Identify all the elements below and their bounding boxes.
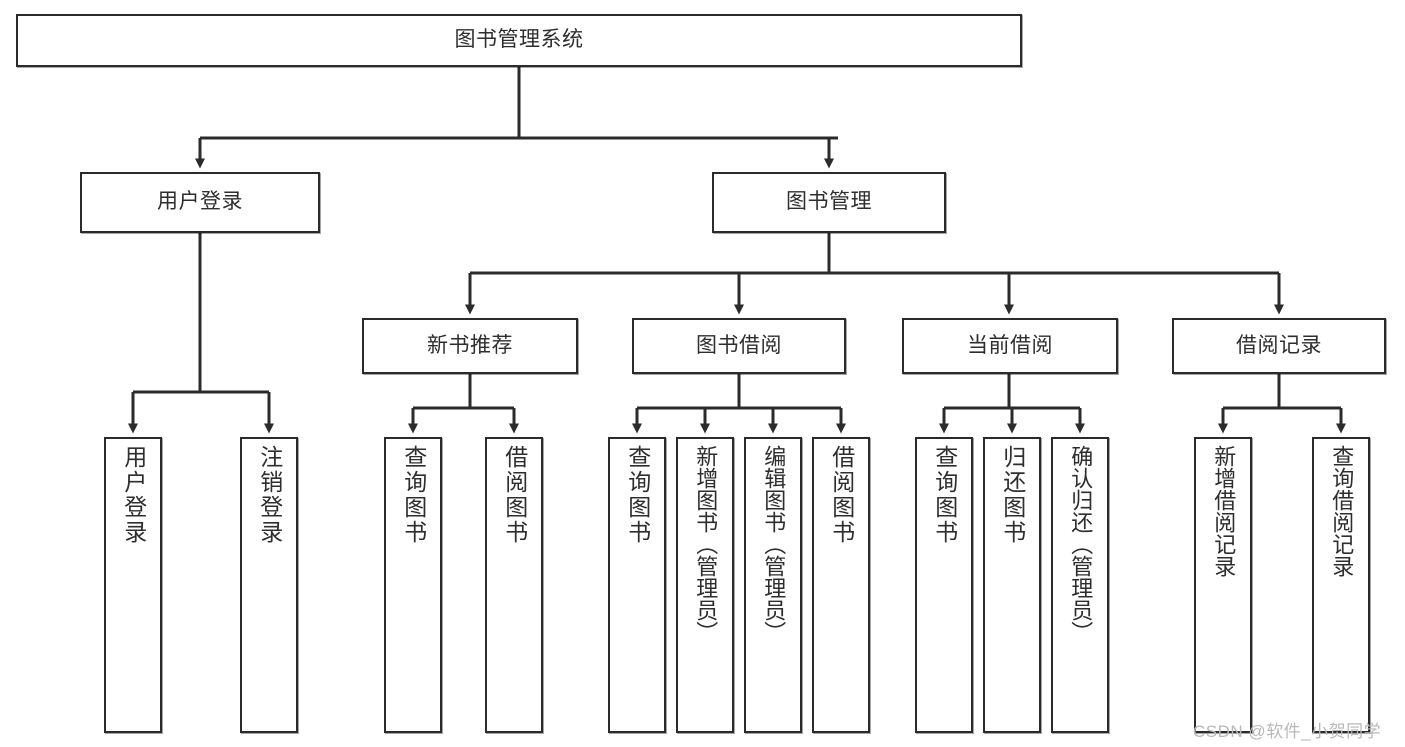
leaf-borrow-query[interactable]: 查询图书: [608, 437, 666, 733]
leaf-borrow-add[interactable]: 新增图书（管理员）: [676, 437, 734, 733]
leaf-cur-query-label: 查询图书: [931, 445, 958, 545]
leaf-rec-query2-label: 查询借阅记录: [1329, 445, 1355, 577]
leaf-rec-add[interactable]: 新增借阅记录: [1194, 437, 1252, 733]
leaf-borrow-add-label: 新增图书（管理员）: [693, 445, 719, 643]
leaf-rec-borrow[interactable]: 借阅图书: [485, 437, 543, 733]
node-book-manage[interactable]: 图书管理: [712, 172, 946, 233]
node-book-manage-label: 图书管理: [786, 190, 872, 214]
leaf-cur-return[interactable]: 归还图书: [983, 437, 1041, 733]
node-root-label: 图书管理系统: [454, 28, 584, 52]
leaf-cur-return-label: 归还图书: [999, 445, 1026, 545]
leaf-rec-query-label: 查询图书: [400, 445, 427, 545]
node-current-borrow-label: 当前借阅: [967, 333, 1053, 357]
csdn-watermark: CSDN @软件_小贺同学: [1193, 722, 1382, 741]
node-user-login[interactable]: 用户登录: [80, 172, 320, 233]
node-borrow-record[interactable]: 借阅记录: [1172, 318, 1386, 374]
leaf-cur-query[interactable]: 查询图书: [915, 437, 973, 733]
leaf-borrow-edit[interactable]: 编辑图书（管理员）: [744, 437, 802, 733]
leaf-rec-query2[interactable]: 查询借阅记录: [1312, 437, 1370, 733]
leaf-user-logout[interactable]: 注销登录: [240, 437, 298, 733]
leaf-borrow-do-label: 借阅图书: [828, 445, 855, 545]
leaf-rec-add-label: 新增借阅记录: [1211, 445, 1237, 577]
leaf-user-logout-label: 注销登录: [256, 445, 283, 545]
leaf-borrow-do[interactable]: 借阅图书: [812, 437, 870, 733]
node-new-book-rec-label: 新书推荐: [427, 333, 513, 357]
node-current-borrow[interactable]: 当前借阅: [902, 318, 1118, 374]
node-root[interactable]: 图书管理系统: [16, 14, 1022, 67]
leaf-rec-query[interactable]: 查询图书: [384, 437, 442, 733]
leaf-cur-confirm[interactable]: 确认归还（管理员）: [1051, 437, 1109, 733]
leaf-user-login[interactable]: 用户登录: [104, 437, 162, 733]
node-book-borrow[interactable]: 图书借阅: [632, 318, 846, 374]
leaf-rec-borrow-label: 借阅图书: [501, 445, 528, 545]
leaf-borrow-edit-label: 编辑图书（管理员）: [761, 445, 787, 643]
leaf-user-login-label: 用户登录: [120, 445, 147, 545]
node-borrow-record-label: 借阅记录: [1236, 333, 1322, 357]
node-user-login-label: 用户登录: [157, 190, 243, 214]
leaf-cur-confirm-label: 确认归还（管理员）: [1068, 445, 1094, 643]
node-book-borrow-label: 图书借阅: [696, 333, 782, 357]
node-new-book-rec[interactable]: 新书推荐: [362, 318, 578, 374]
leaf-borrow-query-label: 查询图书: [624, 445, 651, 545]
